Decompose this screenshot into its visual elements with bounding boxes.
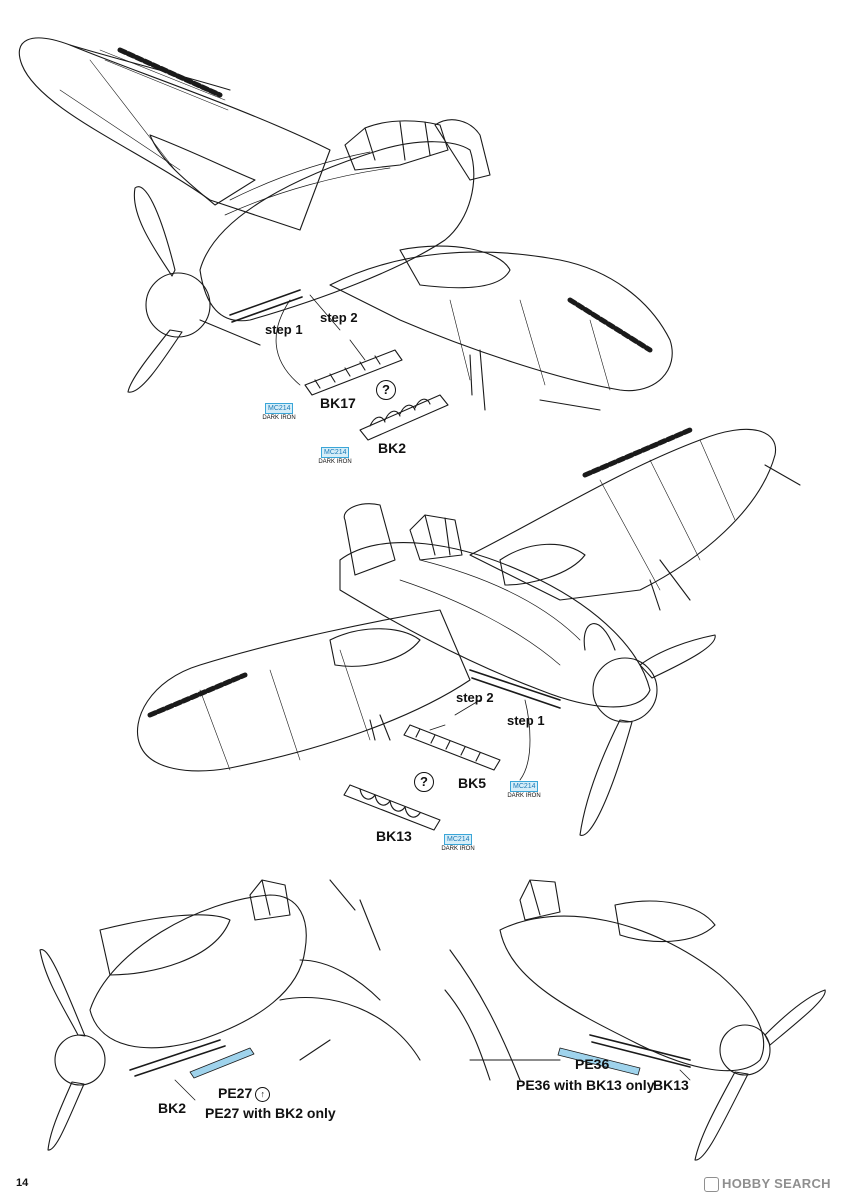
top-fuselage bbox=[199, 141, 475, 322]
top-step1-label: step 1 bbox=[265, 322, 303, 337]
top-canopy bbox=[344, 120, 449, 171]
br-bk13-label: BK13 bbox=[653, 1077, 689, 1093]
bl-pe27-label: PE27↑ bbox=[218, 1085, 271, 1102]
mid-step2-label: step 2 bbox=[456, 690, 494, 705]
mid-fin bbox=[343, 503, 396, 576]
br-note: PE36 with BK13 only bbox=[516, 1077, 655, 1093]
paint-code: MC214 bbox=[444, 834, 472, 845]
top-right-wing bbox=[329, 251, 673, 392]
top-paint-callout-main: MC214 DARK IRON bbox=[262, 403, 296, 422]
bl-spinner bbox=[54, 1034, 106, 1086]
top-prop-blade-down bbox=[127, 329, 183, 393]
part-bk5-shape bbox=[403, 724, 501, 771]
mid-paint-callout-alt: MC214 DARK IRON bbox=[438, 834, 478, 853]
mid-step1-label: step 1 bbox=[507, 713, 545, 728]
mid-paint-callout-main: MC214 DARK IRON bbox=[504, 781, 544, 800]
top-fin bbox=[434, 119, 491, 181]
detail-bottom-left bbox=[39, 879, 421, 1151]
mid-left-wing bbox=[136, 609, 471, 772]
part-bk13-label: BK13 bbox=[376, 828, 412, 844]
pe27-shape bbox=[189, 1047, 255, 1079]
top-optional-icon: ? bbox=[376, 380, 396, 400]
paint-code: MC214 bbox=[265, 403, 293, 414]
watermark-logo-icon bbox=[704, 1177, 719, 1193]
mid-spinner bbox=[592, 657, 658, 723]
part-bk2-shape bbox=[359, 394, 449, 441]
paint-name: DARK IRON bbox=[318, 459, 352, 465]
bl-bk2-label: BK2 bbox=[158, 1100, 187, 1116]
part-bk13-shape bbox=[343, 784, 441, 831]
pe36-shape bbox=[557, 1047, 641, 1076]
part-bk2-label: BK2 bbox=[378, 440, 407, 456]
paint-name: DARK IRON bbox=[507, 793, 541, 799]
part-bk17-shape bbox=[304, 349, 403, 396]
top-step2-label: step 2 bbox=[320, 310, 358, 325]
pe27-text: PE27 bbox=[218, 1085, 253, 1101]
paint-name: DARK IRON bbox=[441, 846, 475, 852]
top-prop-blade-up bbox=[133, 186, 176, 277]
paint-code: MC214 bbox=[510, 781, 538, 792]
aircraft-middle-view bbox=[136, 427, 801, 836]
top-left-wing bbox=[18, 37, 331, 231]
top-paint-callout-alt: MC214 DARK IRON bbox=[318, 447, 352, 466]
top-spinner bbox=[145, 272, 211, 338]
br-pe36-label: PE36 bbox=[575, 1056, 610, 1072]
mid-fuselage bbox=[339, 542, 651, 708]
mid-right-wing bbox=[469, 428, 777, 601]
mid-prop-blade-down bbox=[579, 719, 633, 836]
watermark-text: HOBBY SEARCH bbox=[722, 1176, 831, 1191]
part-bk5-label: BK5 bbox=[458, 775, 487, 791]
br-spinner bbox=[719, 1024, 771, 1076]
bl-note: PE27 with BK2 only bbox=[205, 1105, 336, 1121]
mid-canopy bbox=[409, 514, 463, 561]
detail-bottom-right bbox=[444, 879, 826, 1161]
part-bk17-label: BK17 bbox=[320, 395, 356, 411]
aircraft-top-view bbox=[18, 37, 673, 441]
paint-code: MC214 bbox=[321, 447, 349, 458]
paint-name: DARK IRON bbox=[262, 415, 296, 421]
watermark: HOBBY SEARCH bbox=[704, 1176, 831, 1193]
photo-etch-icon: ↑ bbox=[255, 1086, 271, 1102]
mid-optional-icon: ? bbox=[414, 772, 434, 792]
mid-prop-blade-up bbox=[639, 634, 716, 679]
page-number: 14 bbox=[16, 1177, 29, 1189]
